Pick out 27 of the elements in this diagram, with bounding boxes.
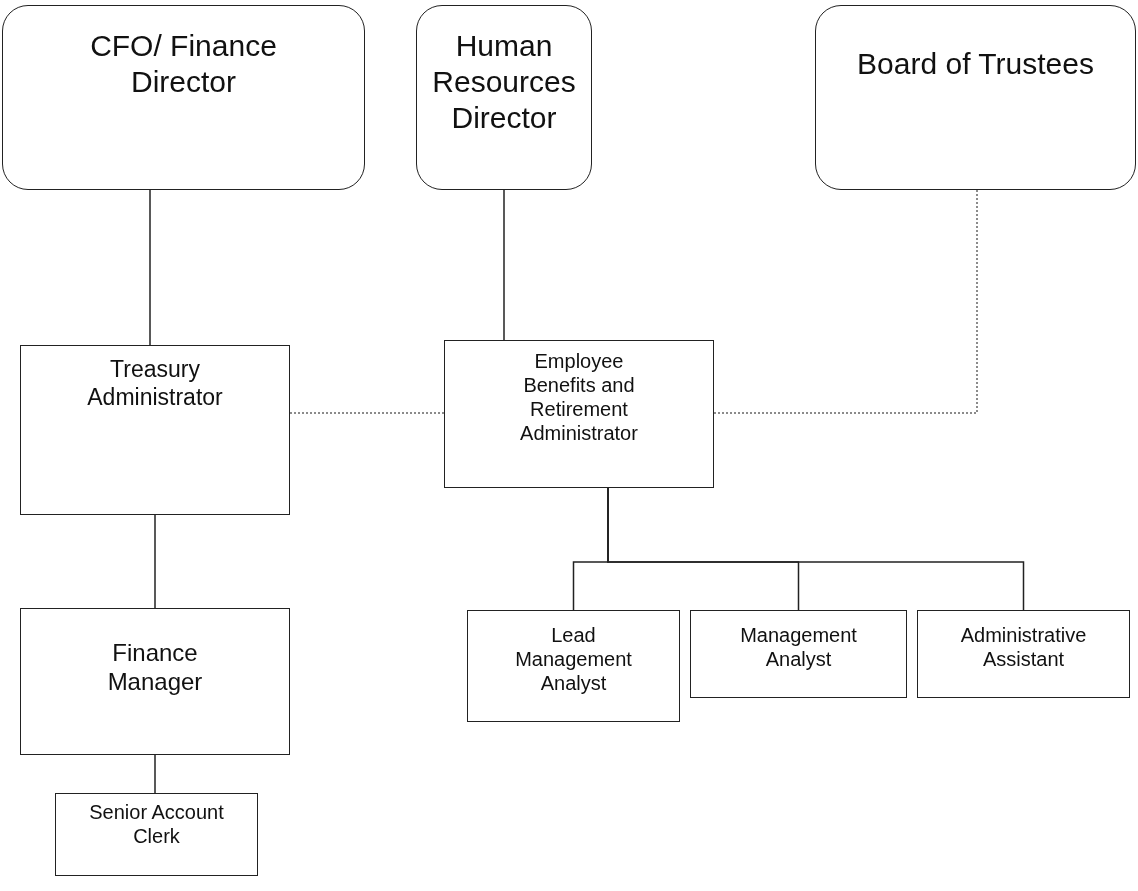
position-title: CFO/ Finance Director: [89, 28, 278, 100]
position-title: Finance Manager: [106, 639, 204, 697]
position-box: [20, 608, 290, 755]
connector-line: [154, 754, 156, 794]
connector-line: [154, 514, 156, 609]
position-title: Employee Benefits and Retirement Administrator: [519, 349, 639, 445]
position-title: Senior Account Clerk: [88, 800, 225, 848]
position-box: [467, 610, 680, 722]
position-box: [444, 340, 714, 488]
position-box: [690, 610, 907, 698]
connector-line: [289, 412, 445, 414]
position-title: Lead Management Analyst: [514, 623, 633, 695]
position-box: [917, 610, 1130, 698]
position-title: Administrative Assistant: [959, 623, 1088, 671]
position-title: Human Resources Director: [431, 28, 577, 136]
position-box: [55, 793, 258, 876]
connector-line: [503, 189, 505, 341]
connector-line: [149, 189, 151, 346]
rounded-box: [2, 5, 365, 190]
position-title: Board of Trustees: [857, 46, 1094, 82]
connector-line: [607, 487, 1025, 611]
rounded-box: [815, 5, 1136, 190]
position-title: Treasury Administrator: [86, 356, 224, 412]
position-box: [20, 345, 290, 515]
connector-line: [713, 189, 978, 414]
rounded-box: [416, 5, 592, 190]
position-title: Management Analyst: [739, 623, 858, 671]
